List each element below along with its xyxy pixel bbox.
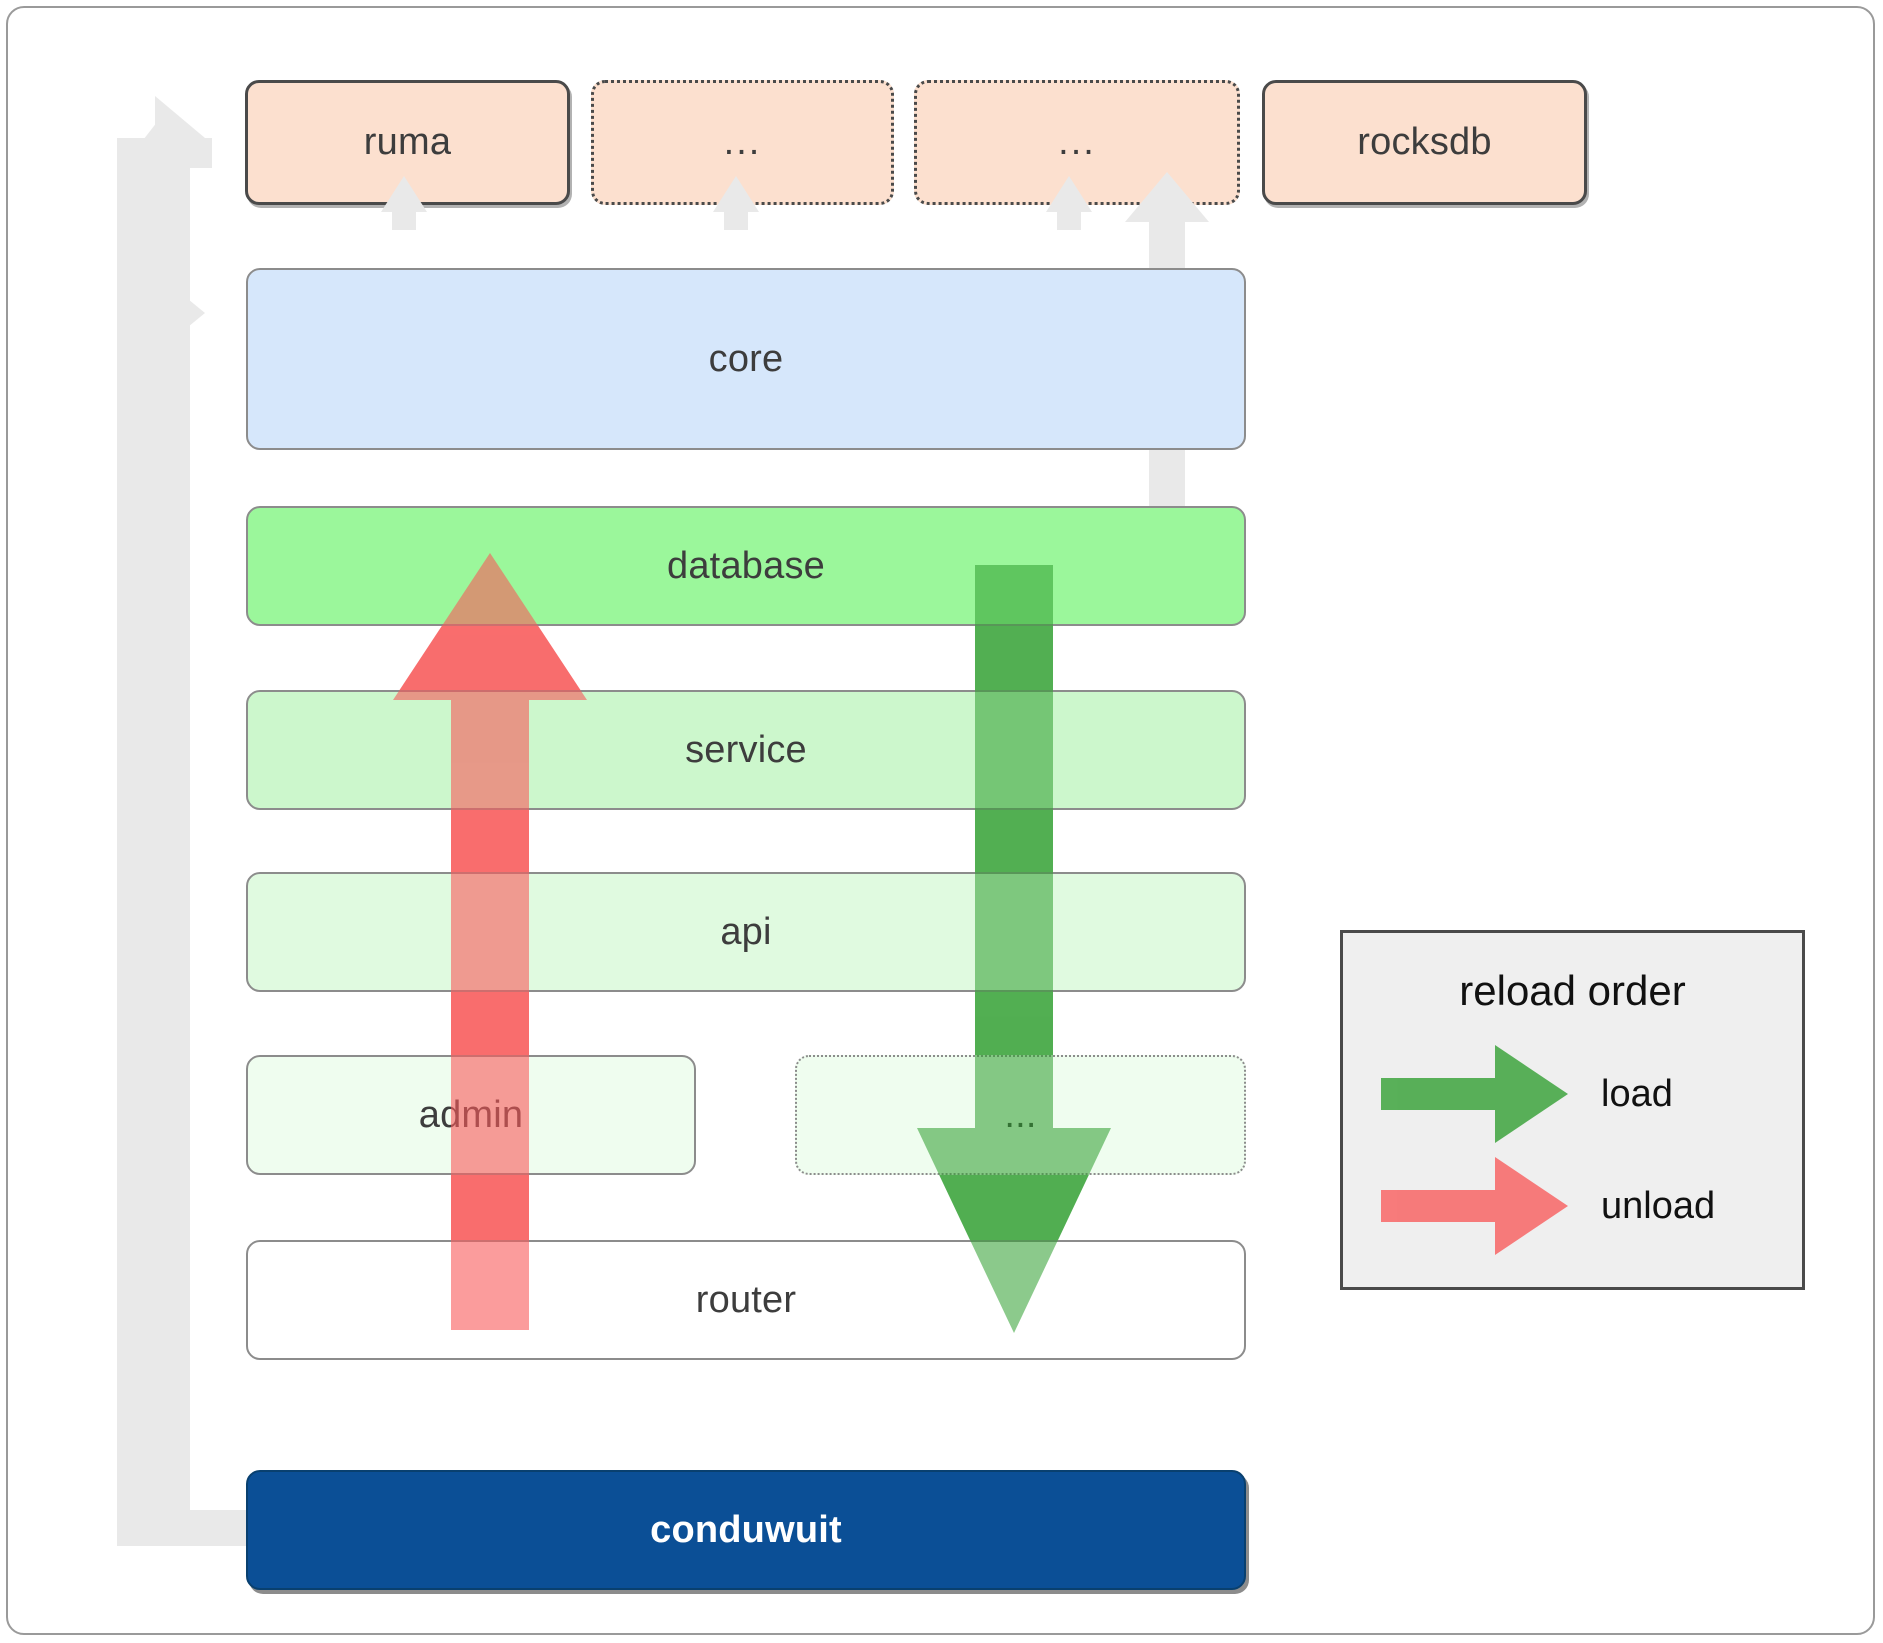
root-conduwuit-label: conduwuit (650, 1508, 842, 1551)
layer-service[interactable]: service (246, 690, 1246, 810)
crate-ellipsis-1[interactable]: ... (591, 80, 894, 205)
crate-rocksdb[interactable]: rocksdb (1262, 80, 1587, 205)
crate-rocksdb-label: rocksdb (1357, 121, 1492, 163)
legend-unload-arrow-icon (1381, 1157, 1568, 1255)
layer-admin-label: admin (418, 1093, 524, 1136)
legend-label-unload: unload (1601, 1185, 1716, 1227)
diagram-frame (6, 6, 1875, 1635)
layer-router-label: router (695, 1278, 797, 1321)
crate-ellipsis-1-label: ... (723, 121, 762, 164)
legend-load-arrow-icon (1381, 1045, 1568, 1143)
layer-api[interactable]: api (246, 872, 1246, 992)
layer-database[interactable]: database (246, 506, 1246, 626)
layer-core-label: core (708, 337, 784, 380)
layer-database-label: database (667, 544, 825, 587)
layer-ellipsis-label: ... (1004, 1093, 1037, 1136)
layer-service-label: service (685, 728, 807, 771)
crate-ruma-label: ruma (363, 121, 452, 163)
crate-ellipsis-2-label: ... (1058, 121, 1096, 164)
legend-swatches (1381, 1045, 1568, 1255)
layer-core[interactable]: core (246, 268, 1246, 450)
layer-admin[interactable]: admin (246, 1055, 696, 1175)
layer-router[interactable]: router (246, 1240, 1246, 1360)
legend-panel: reload order load unload (1340, 930, 1805, 1290)
root-conduwuit[interactable]: conduwuit (246, 1470, 1246, 1590)
layer-ellipsis[interactable]: ... (795, 1055, 1246, 1175)
crate-ellipsis-2[interactable]: ... (914, 80, 1240, 205)
crate-ruma[interactable]: ruma (245, 80, 570, 205)
legend-title: reload order (1459, 967, 1686, 1014)
legend-label-load: load (1601, 1073, 1673, 1115)
layer-api-label: api (720, 910, 772, 953)
